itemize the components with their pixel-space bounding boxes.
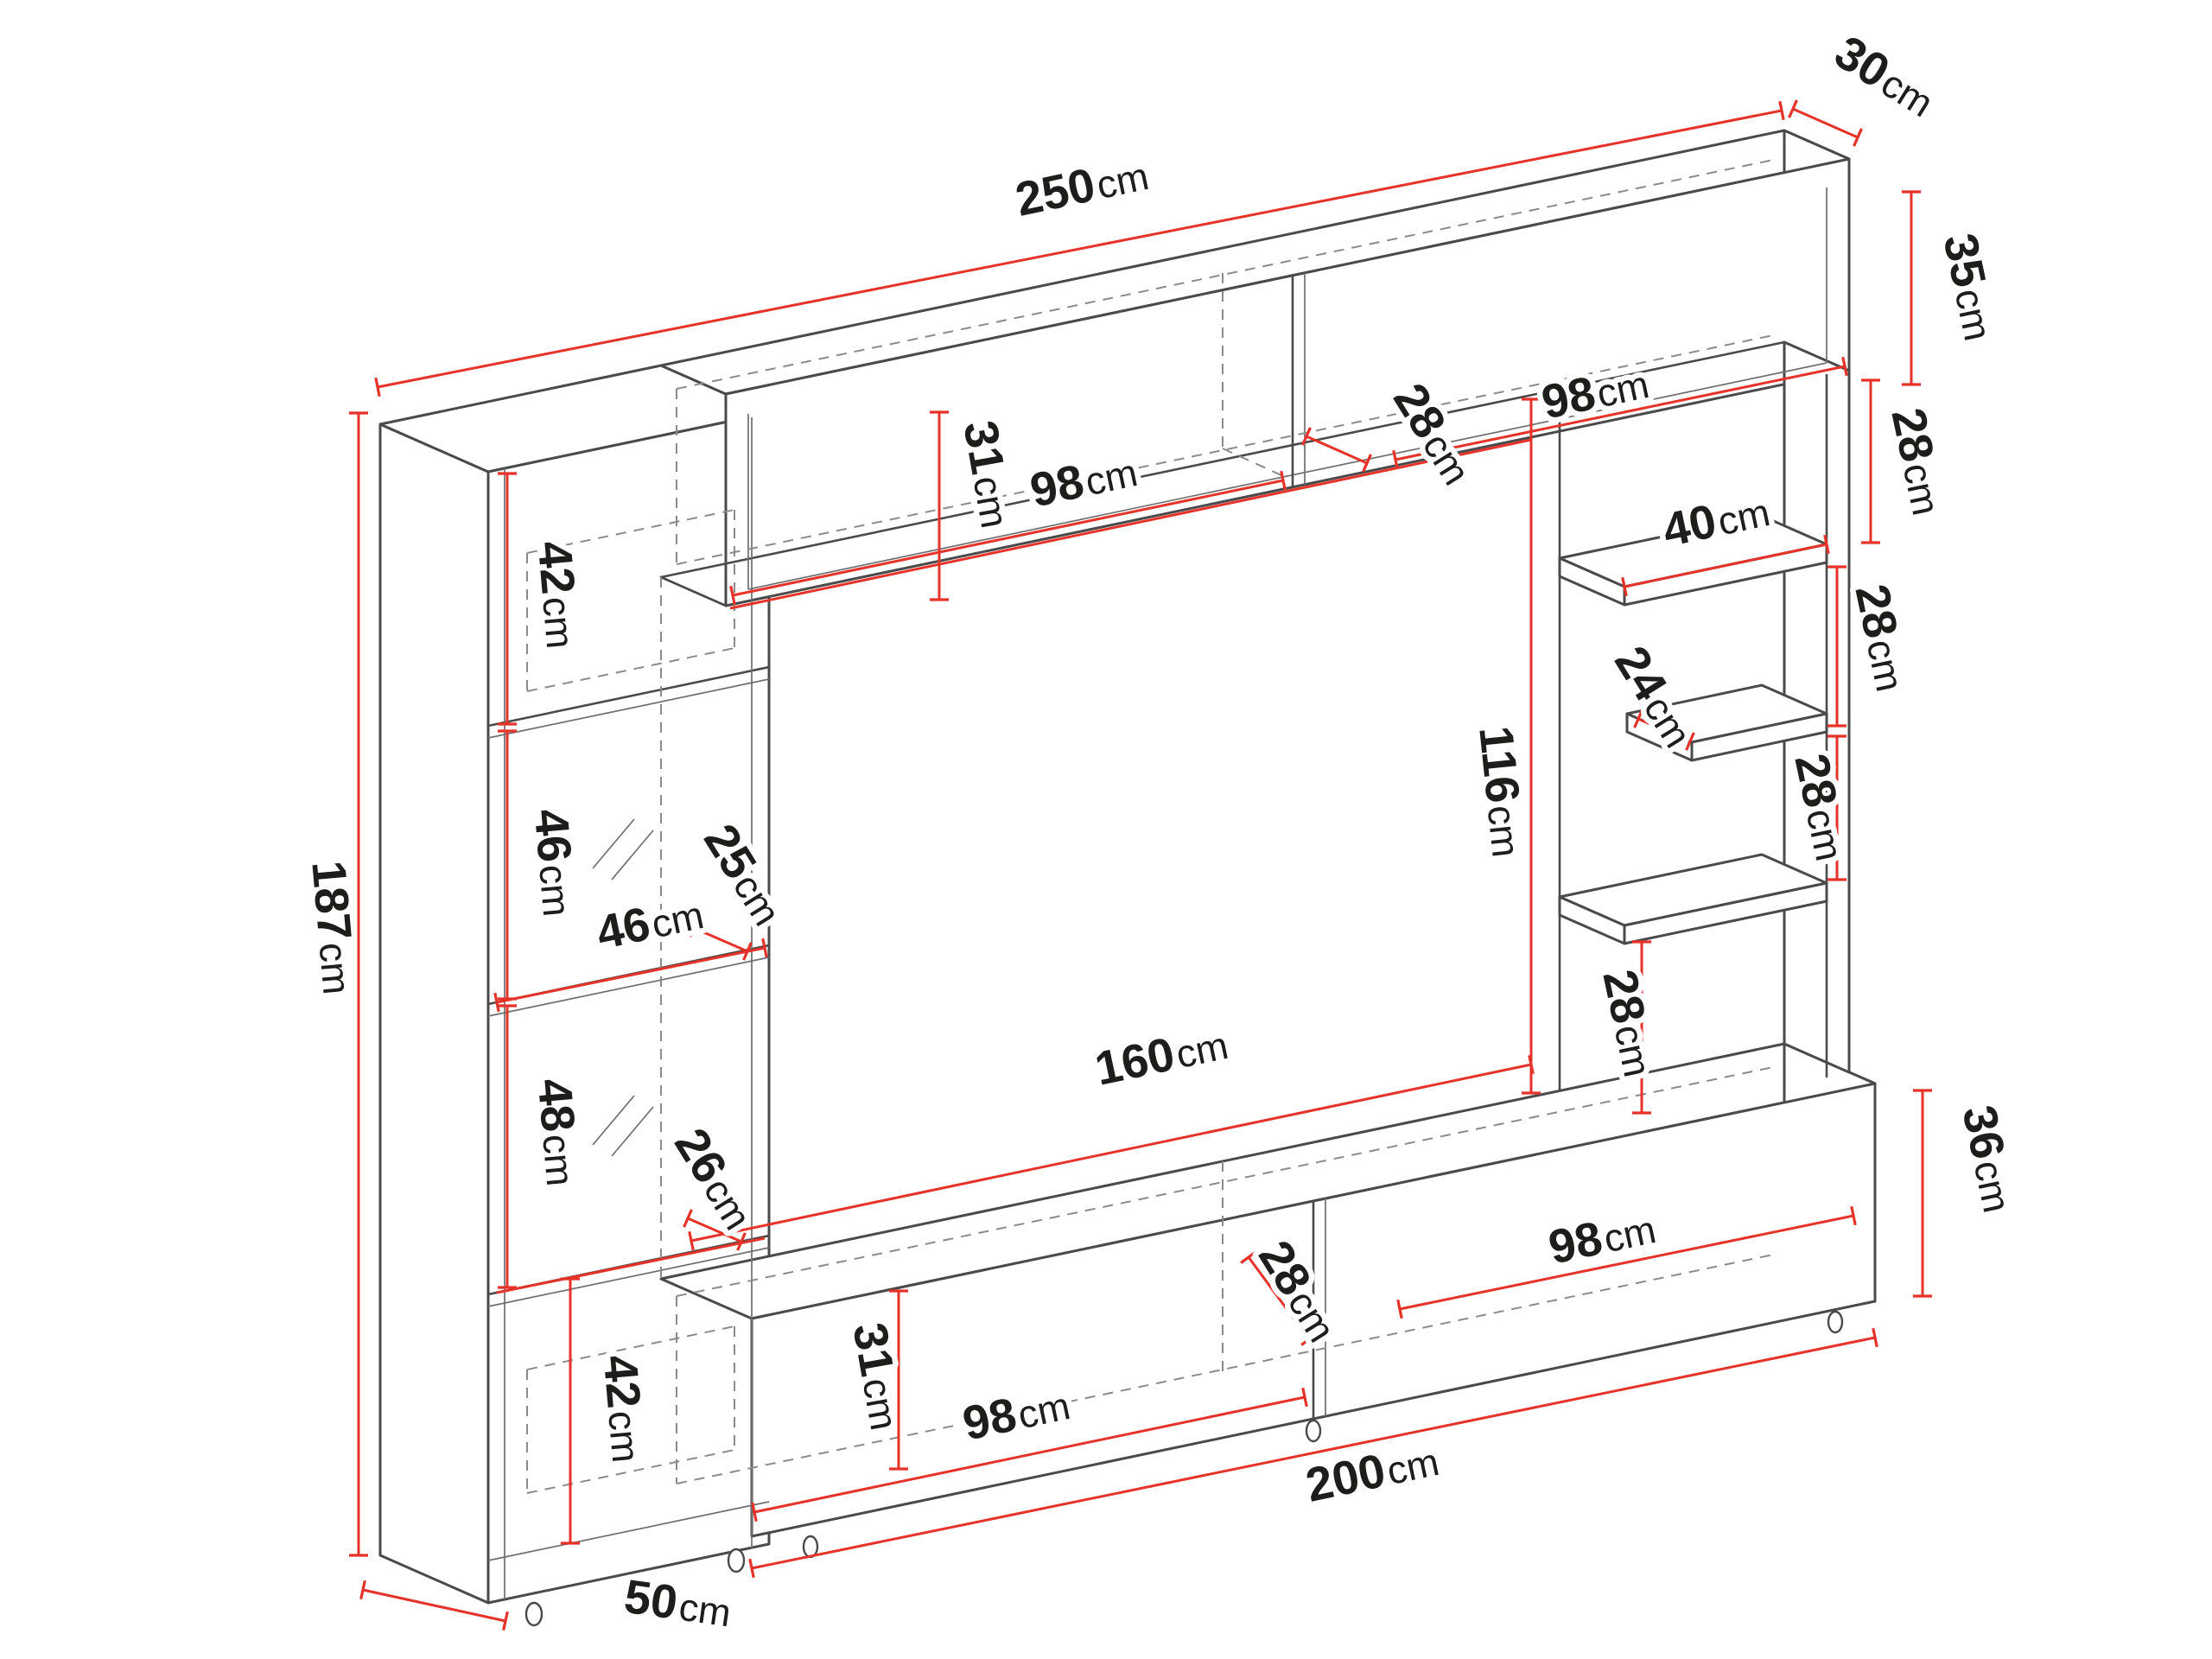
dimension-label-left-compartment-1-height: 42cm <box>528 539 591 651</box>
dimension-label-bottom-cabinet-height: 36cm <box>1952 1101 2026 1217</box>
dimension-label-total-width: 250cm <box>1011 146 1153 226</box>
foot <box>1305 1419 1322 1443</box>
left-column-shelf-3-edge <box>487 1247 770 1307</box>
dimension-label-left-compartment-4-height: 42cm <box>594 1353 657 1465</box>
mirror-glint-icon <box>592 818 635 869</box>
left-column-side-face <box>378 423 490 1605</box>
dimension-label-side-cabinet-depth: 50cm <box>621 1569 735 1637</box>
left-column-shelf-1 <box>486 665 771 728</box>
dim-line-total-width-250 <box>374 100 1785 397</box>
dim-line-top-depth-28 <box>1301 427 1372 473</box>
dimension-label-top-cabinet-height: 35cm <box>1933 229 2007 345</box>
bottom-cabinet-hidden-top <box>676 1065 1778 1297</box>
dim-line-bottom-width-200 <box>748 1327 1878 1579</box>
right-shelf-1-end <box>1558 556 1626 607</box>
right-shelf-3-end <box>1558 895 1626 945</box>
dim-line-bottom-depth-28 <box>1240 1250 1318 1346</box>
mirror-glint-icon <box>611 830 654 880</box>
dimension-label-top-depth: 30cm <box>1826 25 1945 127</box>
dim-line-shelf-40 <box>1621 534 1830 597</box>
dim-line-top-section-98-left <box>729 470 1287 606</box>
mirror-glint-icon <box>592 1095 635 1146</box>
top-cabinet-bottom-left-edge <box>659 575 728 607</box>
dim-line-depth-50 <box>359 1580 509 1631</box>
dim-line-shelf-24 <box>1633 709 1695 751</box>
dim-line-top-section-98-right <box>1392 356 1848 470</box>
dimension-label-right-gap-4: 28cm <box>1592 965 1667 1081</box>
dimension-label-tv-opening-height: 116cm <box>1469 723 1536 859</box>
dimension-lines <box>349 99 1932 1631</box>
left-column-plinth-edge <box>487 1501 770 1561</box>
mirror-glint-icon <box>611 1106 654 1157</box>
dim-line-opening-width-160 <box>688 1054 1535 1251</box>
foot <box>727 1548 746 1573</box>
dim-line-bottom-section-98-right <box>1396 1205 1857 1319</box>
red-overlay-left-shelf <box>496 1236 766 1294</box>
foot <box>524 1601 543 1627</box>
dimension-label-left-compartment-3-height: 48cm <box>528 1077 591 1188</box>
dimension-label-bottom-cabinet-width: 200cm <box>1301 1432 1443 1512</box>
dimension-label-right-gap-2: 28cm <box>1845 580 1919 696</box>
dimension-label-total-height: 187cm <box>302 859 366 997</box>
dimension-label-right-gap-1: 28cm <box>1881 404 1955 519</box>
red-overlay-opening-top <box>729 438 1532 610</box>
foot <box>1827 1310 1844 1334</box>
dim-line-top-depth-30 <box>1788 99 1863 147</box>
dim-line-left-shelf-46 <box>493 938 768 1013</box>
dimension-label-left-compartment-2-height: 46cm <box>524 807 588 918</box>
left-column-shelf-1-edge <box>487 678 770 739</box>
dimension-label-tv-opening-width: 160cm <box>1090 1015 1232 1096</box>
